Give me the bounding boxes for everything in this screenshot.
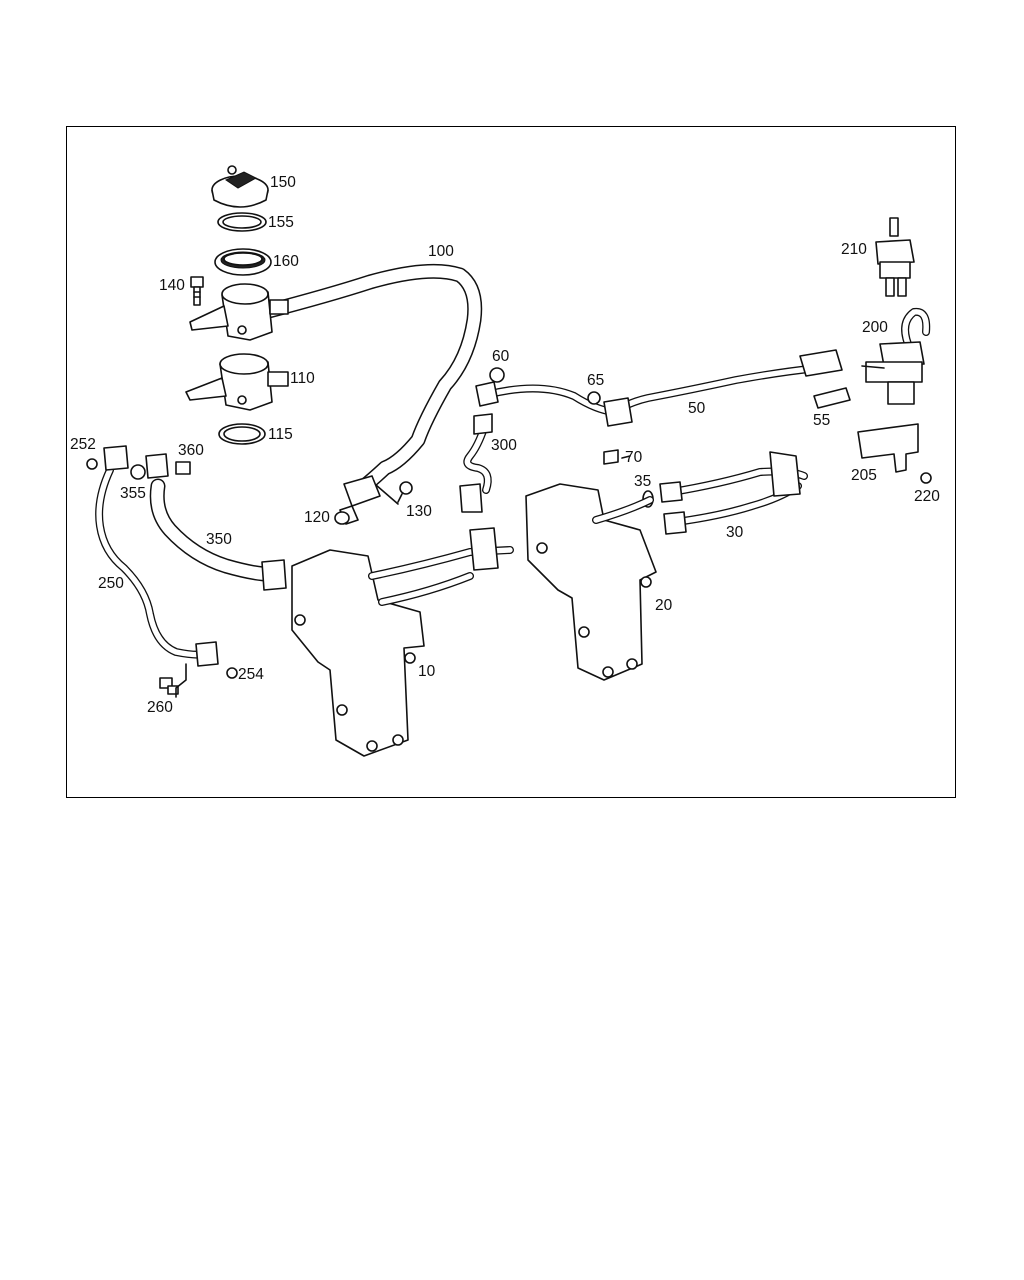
part-350-hose bbox=[145, 453, 287, 591]
part-252-ring bbox=[86, 458, 98, 470]
callout-20: 20 bbox=[655, 597, 673, 614]
callout-350: 350 bbox=[206, 531, 232, 548]
callout-160: 160 bbox=[273, 253, 299, 270]
part-254-ring bbox=[226, 667, 238, 679]
part-200-valve-assembly bbox=[865, 307, 931, 405]
callout-300: 300 bbox=[491, 437, 517, 454]
part-70-bolt bbox=[603, 449, 619, 465]
part-110-filler-neck bbox=[185, 353, 289, 411]
part-filler-neck-upper bbox=[189, 283, 289, 341]
callout-110: 110 bbox=[290, 370, 315, 387]
part-205-bracket bbox=[857, 423, 919, 473]
callout-254: 254 bbox=[238, 666, 264, 683]
callout-130: 130 bbox=[406, 503, 432, 520]
callout-155: 155 bbox=[268, 214, 294, 231]
part-115-ring bbox=[218, 423, 266, 445]
part-250-pipe bbox=[95, 445, 219, 667]
callout-100: 100 bbox=[428, 243, 454, 260]
callout-35: 35 bbox=[634, 473, 652, 490]
part-65-ring bbox=[587, 391, 601, 405]
callout-252: 252 bbox=[70, 436, 96, 453]
part-55-connector bbox=[813, 387, 851, 409]
part-100-hose bbox=[257, 263, 483, 525]
diagram-frame bbox=[66, 126, 956, 798]
callout-360: 360 bbox=[178, 442, 204, 459]
part-300-hose bbox=[459, 413, 493, 513]
callout-220: 220 bbox=[914, 488, 940, 505]
callout-355: 355 bbox=[120, 485, 146, 502]
callout-30: 30 bbox=[726, 524, 744, 541]
callout-200: 200 bbox=[862, 319, 888, 336]
part-355-ring bbox=[130, 464, 146, 480]
part-260-bolt bbox=[159, 677, 179, 695]
part-20-housing bbox=[525, 483, 657, 681]
part-60-ring bbox=[489, 367, 505, 383]
part-360-bolt bbox=[175, 461, 191, 475]
part-140-bolt bbox=[190, 276, 204, 306]
callout-70: 70 bbox=[625, 449, 643, 466]
part-155-seal-ring bbox=[217, 212, 267, 232]
callout-260: 260 bbox=[147, 699, 173, 716]
callout-205: 205 bbox=[851, 467, 877, 484]
part-210-valve bbox=[875, 217, 915, 297]
callout-10: 10 bbox=[418, 663, 436, 680]
callout-150: 150 bbox=[270, 174, 296, 191]
callout-140: 140 bbox=[159, 277, 185, 294]
callout-115: 115 bbox=[268, 426, 293, 443]
callout-55: 55 bbox=[813, 412, 831, 429]
part-30-pipe bbox=[659, 451, 808, 535]
part-160-ring bbox=[214, 248, 272, 276]
callout-60: 60 bbox=[492, 348, 510, 365]
callout-250: 250 bbox=[98, 575, 124, 592]
callout-210: 210 bbox=[841, 241, 867, 258]
callout-50: 50 bbox=[688, 400, 706, 417]
part-50-pipe bbox=[475, 349, 843, 427]
part-10-housing bbox=[291, 527, 514, 757]
leader-lines bbox=[175, 365, 885, 698]
part-220-bolt bbox=[920, 472, 932, 484]
part-120-ring bbox=[334, 511, 350, 525]
callout-120: 120 bbox=[304, 509, 330, 526]
part-130-bolt bbox=[397, 481, 413, 503]
callout-65: 65 bbox=[587, 372, 605, 389]
part-150-filler-cap bbox=[211, 165, 269, 208]
